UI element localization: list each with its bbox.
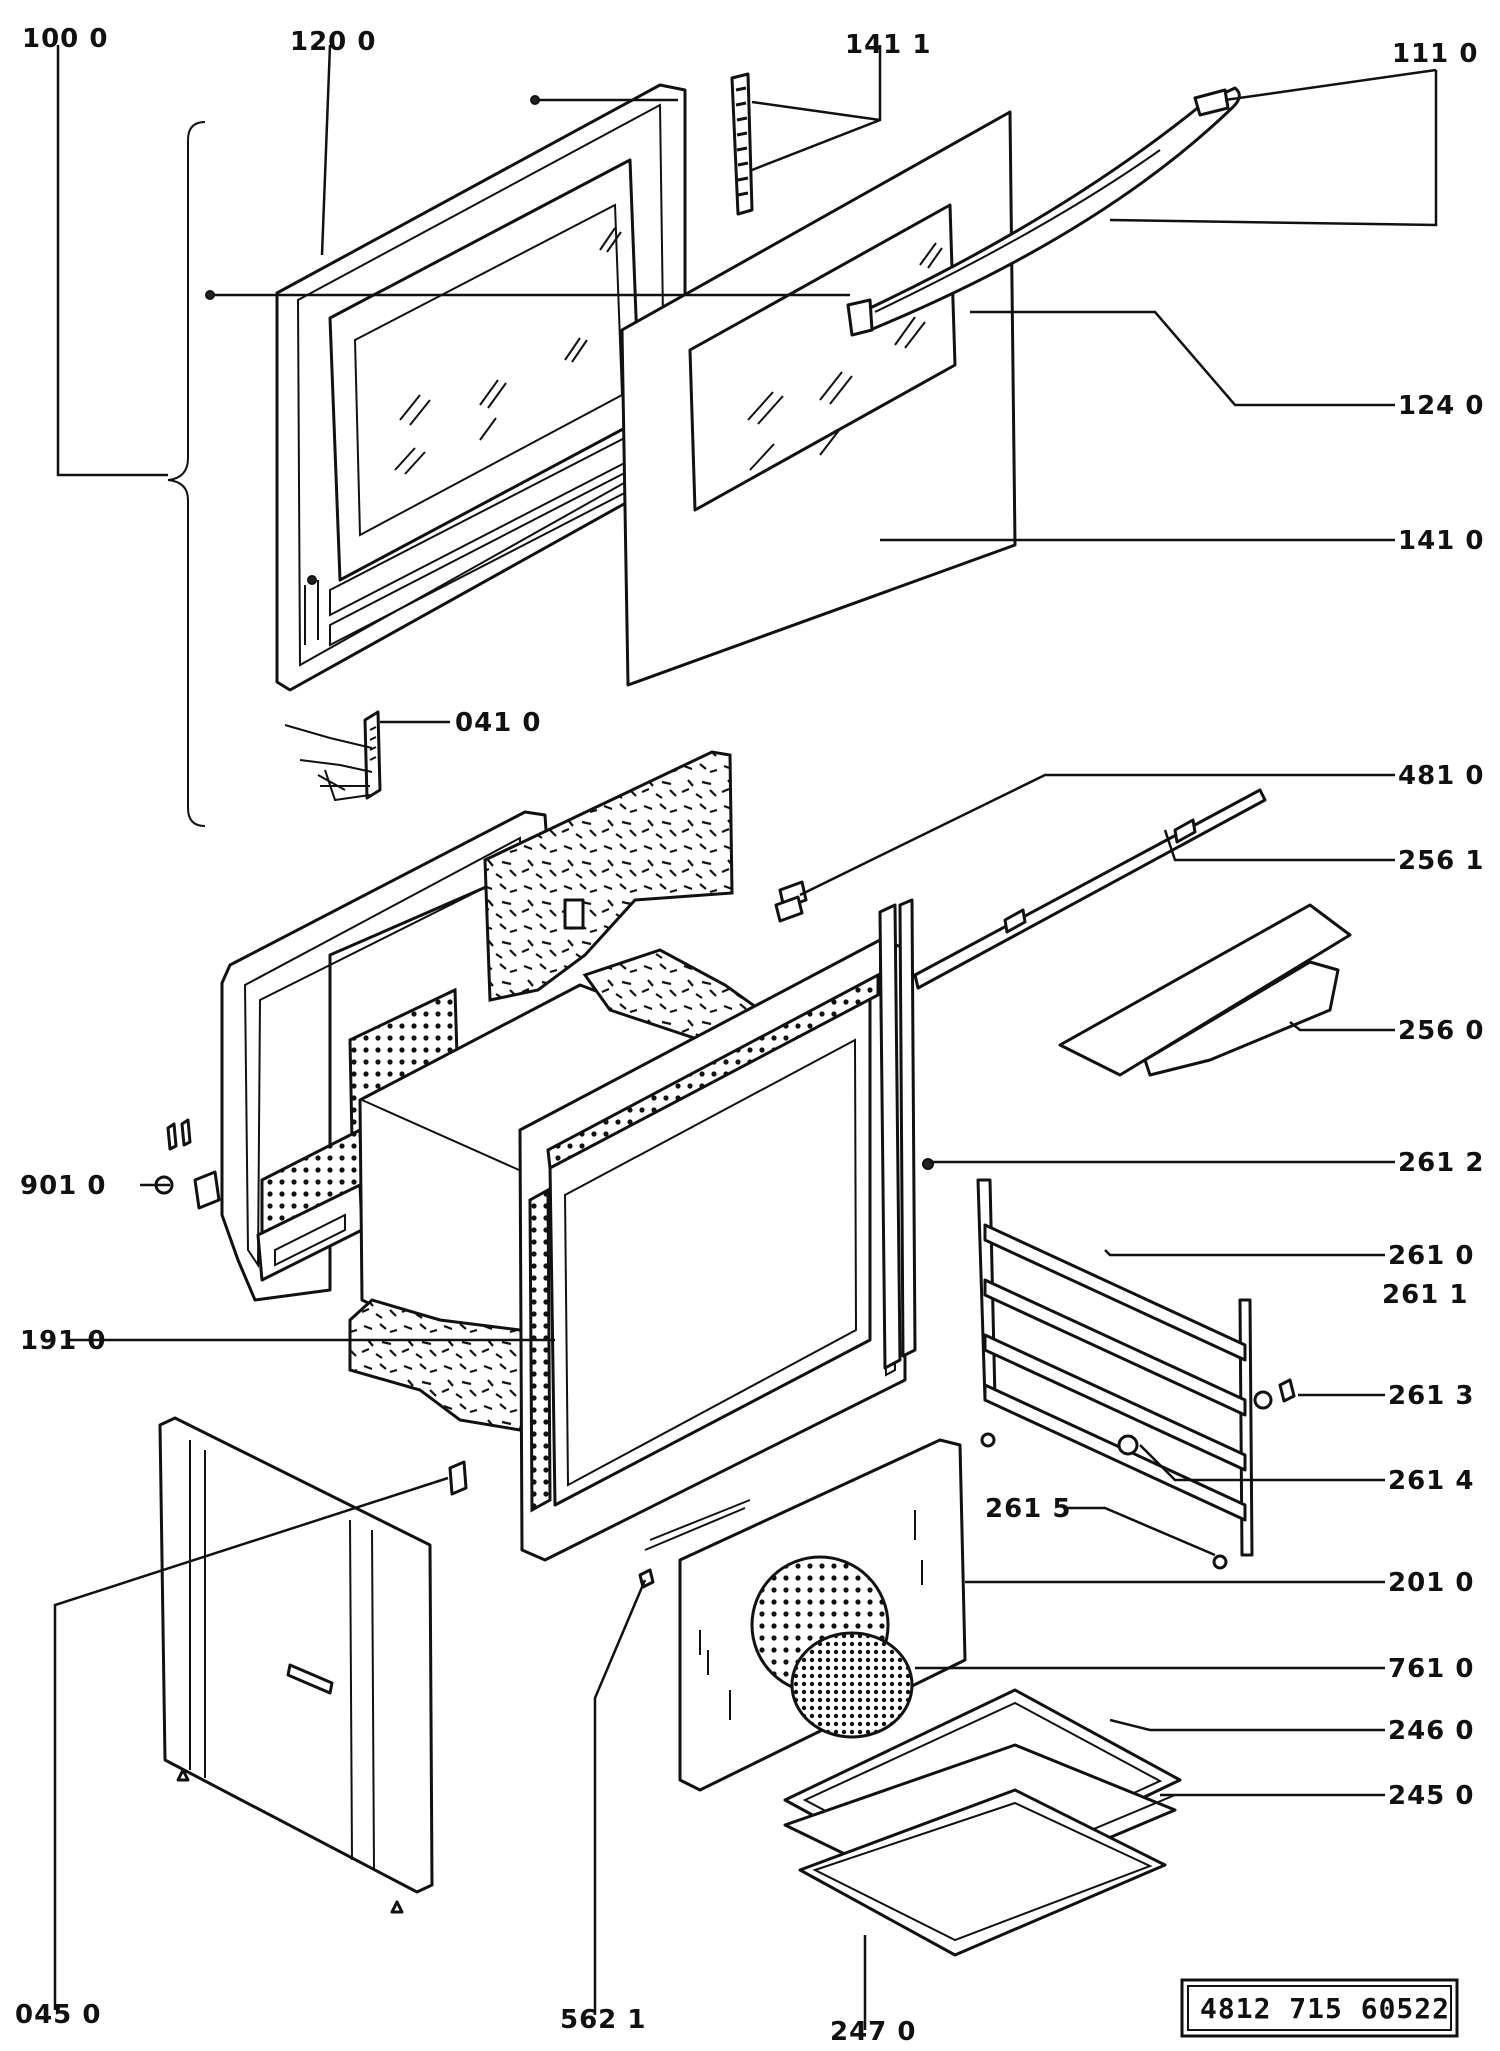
door-hinge	[284, 710, 382, 802]
side-panel	[158, 1416, 434, 1894]
label-201-0: 201 0	[1388, 1568, 1474, 1598]
label-111-0: 111 0	[1392, 39, 1478, 69]
label-481-0: 481 0	[1398, 761, 1484, 791]
label-120-0: 120 0	[290, 27, 376, 57]
label-261-1: 261 1	[1382, 1280, 1468, 1310]
label-261-4: 261 4	[1388, 1466, 1474, 1496]
shelf-rack	[976, 1178, 1254, 1570]
top-strip	[913, 788, 1267, 990]
label-562-1: 562 1	[560, 2005, 646, 2035]
label-256-1: 256 1	[1398, 846, 1484, 876]
label-901-0: 901 0	[20, 1171, 106, 1201]
top-cover	[1058, 903, 1352, 1077]
rear-insulation-panel	[483, 750, 734, 1002]
inner-door-frame	[275, 83, 687, 692]
part-labels: 100 0 120 0 141 1 111 0 124 0 141 0 041 …	[15, 24, 1484, 2047]
label-245-0: 245 0	[1388, 1781, 1474, 1811]
label-124-0: 124 0	[1398, 391, 1484, 421]
label-761-0: 761 0	[1388, 1654, 1474, 1684]
door-seal-strip	[730, 72, 754, 216]
shelf-clip	[1253, 1378, 1296, 1410]
door-assembly-bracket	[167, 121, 206, 827]
label-261-2: 261 2	[1398, 1148, 1484, 1178]
label-045-0: 045 0	[15, 2000, 101, 2030]
label-247-0: 247 0	[830, 2017, 916, 2047]
label-261-5: 261 5	[985, 1494, 1071, 1524]
label-191-0: 191 0	[20, 1326, 106, 1356]
label-100-0: 100 0	[22, 24, 108, 54]
outer-glass-panel	[620, 110, 1017, 687]
label-041-0: 041 0	[455, 708, 541, 738]
drip-pan	[798, 1788, 1167, 1957]
label-141-1: 141 1	[845, 30, 931, 60]
label-141-0: 141 0	[1398, 526, 1484, 556]
small-clip	[774, 895, 804, 923]
label-261-0: 261 0	[1388, 1241, 1474, 1271]
label-261-3: 261 3	[1388, 1381, 1474, 1411]
label-256-0: 256 0	[1398, 1016, 1484, 1046]
right-side-rail	[878, 898, 917, 1370]
round-mesh-filter	[790, 1631, 914, 1739]
leader-lines	[53, 44, 1438, 2030]
document-number: 4812 715 60522	[1200, 1992, 1450, 2025]
label-246-0: 246 0	[1388, 1716, 1474, 1746]
front-frame	[518, 938, 907, 1562]
document-number-box: 4812 715 60522	[1180, 1978, 1459, 2038]
